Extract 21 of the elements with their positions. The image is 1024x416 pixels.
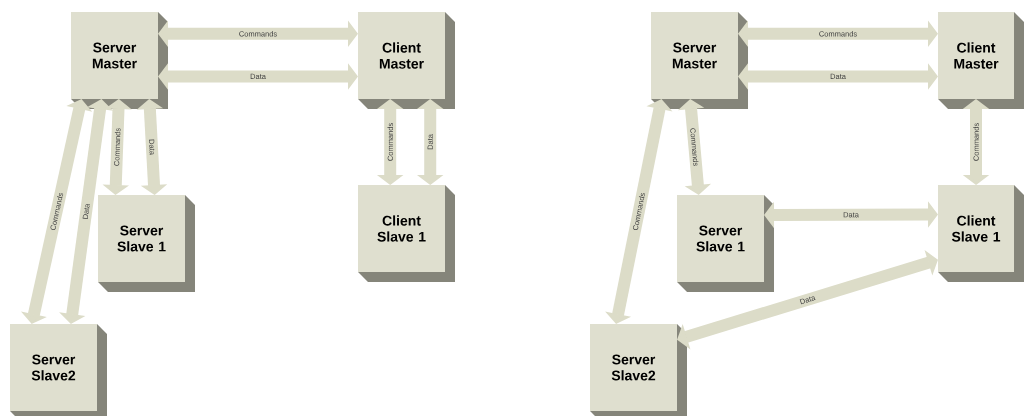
box: Server Slave2 [590,324,687,416]
double-arrow [376,99,404,185]
box: Server Slave2 [10,324,107,416]
double-arrow [764,201,938,229]
box: Client Master [938,12,1024,109]
box: Server Slave 1 [677,195,774,292]
box: Server Master [71,12,168,109]
box: Client Slave 1 [358,185,455,282]
double-arrow [738,20,938,47]
double-arrow [738,63,938,90]
double-arrow [962,99,990,185]
double-arrow [677,99,712,195]
box: Client Slave 1 [938,185,1024,282]
box: Client Master [358,12,455,109]
double-arrow [677,250,938,350]
double-arrow [158,20,358,47]
box: Server Slave 1 [98,195,195,292]
double-arrow [416,99,444,185]
double-arrow [158,63,358,90]
double-arrow [136,99,168,195]
box: Server Master [651,12,748,109]
